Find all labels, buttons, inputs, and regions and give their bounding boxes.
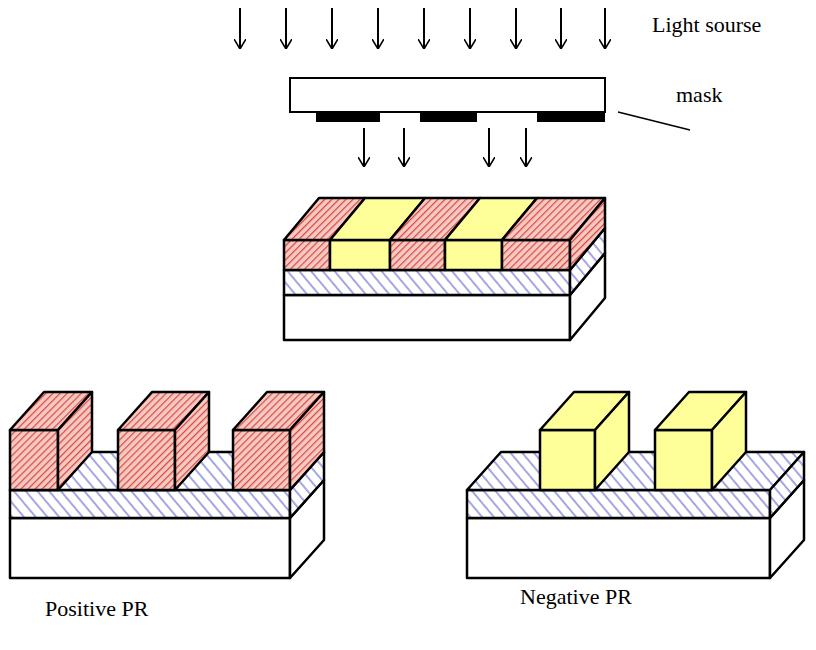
light-arrows bbox=[240, 8, 605, 48]
mask-plate bbox=[290, 78, 605, 122]
leader-line bbox=[618, 112, 690, 130]
exposed-wafer bbox=[284, 198, 605, 340]
label: Light sourse bbox=[652, 12, 761, 38]
label: mask bbox=[676, 82, 722, 108]
negative-wafer bbox=[467, 392, 804, 578]
positive-wafer bbox=[10, 392, 324, 578]
transmitted-arrows bbox=[364, 128, 526, 166]
label: Positive PR bbox=[45, 596, 148, 622]
label: Negative PR bbox=[520, 584, 632, 610]
